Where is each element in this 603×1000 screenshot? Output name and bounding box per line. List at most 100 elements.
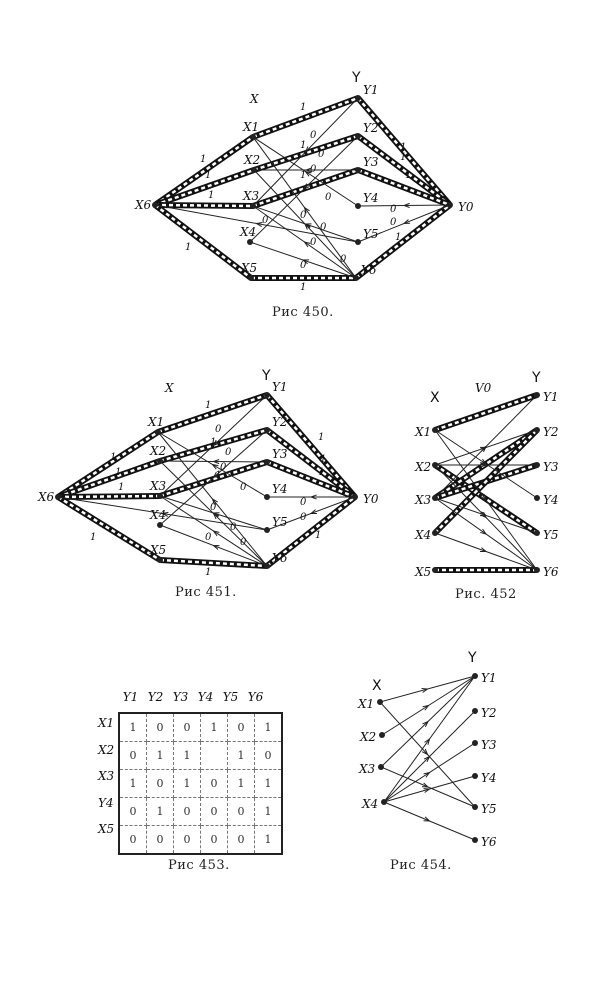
fig452-label-x3: X3 <box>414 493 432 507</box>
fig454-node-y6 <box>472 837 478 843</box>
fig450-edge-weight: 0 <box>325 192 332 203</box>
fig451-label-y5: Y5 <box>272 515 288 529</box>
matrix-column-header: Y1 <box>122 690 139 704</box>
fig454-edge-arrow-icon <box>422 720 430 728</box>
fig451-edge-weight: 0 <box>240 537 247 548</box>
matrix-cell: 0 <box>227 797 255 826</box>
fig451-set-x-label: X <box>164 381 174 395</box>
fig454-node-x2 <box>379 732 385 738</box>
fig451-edge-weight: 1 <box>318 432 324 443</box>
fig450-edge-arrow-icon <box>304 170 312 177</box>
fig451-edge-weight: 1 <box>115 467 121 478</box>
fig451-edge-weight: 1 <box>205 567 211 578</box>
fig451-thick-edge-pattern <box>266 460 356 499</box>
fig450-thick-edge-pattern <box>357 97 451 206</box>
fig450-node-x3 <box>250 203 256 209</box>
fig450-edge-arrow-icon <box>303 222 311 230</box>
fig452-caption: Рис. 452 <box>455 587 517 602</box>
fig450-node-y2 <box>355 133 361 139</box>
fig451-edge-weight: 0 <box>300 512 307 523</box>
matrix-cell: 1 <box>118 769 147 798</box>
fig450-node-y6 <box>353 275 359 281</box>
fig452-label-x5: X5 <box>414 565 431 579</box>
matrix-cell: 1 <box>254 769 283 798</box>
fig450-edge-arrow-icon <box>255 221 263 227</box>
fig451-edge-arrow-icon <box>212 530 220 537</box>
fig450-label-x4: X4 <box>239 225 256 239</box>
fig451-edge-weight: 1 <box>315 530 321 541</box>
fig450-edge-weight: 0 <box>320 222 327 233</box>
fig454-node-x4 <box>381 799 387 805</box>
fig451-node-x3 <box>157 493 163 499</box>
fig450-edge-arrow-icon <box>304 167 312 173</box>
fig452-edge-arrow-icon <box>479 547 488 553</box>
matrix-column-header: Y6 <box>247 690 264 704</box>
fig454-node-y4 <box>472 773 478 779</box>
fig450-edge-weight: 1 <box>200 154 206 165</box>
fig451-edge-arrow-icon <box>212 471 220 479</box>
fig450-edge-weight: 0 <box>340 254 347 265</box>
fig451-edge-arrow-icon <box>212 544 220 550</box>
fig451-label-y4: Y4 <box>272 482 288 496</box>
fig451-edge-weight: 1 <box>210 437 216 448</box>
fig452-set-x-label: X <box>430 390 440 406</box>
fig454-label-x4: X4 <box>361 797 378 811</box>
matrix-row-header: Y4 <box>98 795 114 810</box>
fig452-label-y1: Y1 <box>543 390 559 404</box>
matrix-cell: 0 <box>173 825 201 855</box>
fig450-edge-weight: 1 <box>208 190 214 201</box>
fig452-node-x1 <box>432 427 438 433</box>
fig452-label-y5: Y5 <box>543 528 559 542</box>
fig454-label-x3: X3 <box>358 762 376 776</box>
fig454-caption: Рис 454. <box>390 858 452 873</box>
fig450-edge-weight: 0 <box>300 210 307 221</box>
fig452-node-y2 <box>534 427 540 433</box>
fig451-label-x3: X3 <box>149 479 167 493</box>
fig450-edge-weight: 0 <box>310 130 317 141</box>
fig451-edge-arrow-icon <box>211 497 218 505</box>
fig451-node-y0 <box>352 494 358 500</box>
fig452-node-y1 <box>534 392 540 398</box>
fig450-edge-weight: 0 <box>310 237 317 248</box>
fig450-label-y1: Y1 <box>363 83 379 97</box>
matrix-cell: 1 <box>254 825 283 855</box>
fig451-edge-weight: 1 <box>110 452 116 463</box>
matrix-cell: 0 <box>227 712 255 742</box>
fig450-edge-arrow-icon <box>304 146 312 154</box>
fig450-edge-weight: 0 <box>310 164 317 175</box>
fig451-thick-edge-pattern <box>57 495 161 562</box>
fig451-thick-edge-pattern <box>266 496 356 567</box>
fig450-node-x5 <box>248 275 254 281</box>
matrix-cell: 0 <box>146 825 174 855</box>
fig451-thick-edge-pattern <box>57 494 161 499</box>
fig450-node-x2 <box>251 167 257 173</box>
fig451-thick-edge-pattern <box>157 393 268 434</box>
fig452-label-y6: Y6 <box>543 565 559 579</box>
fig450-thick-edge-pattern <box>252 168 359 208</box>
fig451-node-x2 <box>157 458 163 464</box>
fig451-caption: Рис 451. <box>175 585 237 600</box>
fig454-node-y5 <box>472 804 478 810</box>
fig454-edge-arrow-icon <box>423 788 431 793</box>
fig451-edge-weight: 1 <box>205 400 211 411</box>
fig452-set-v-label: V0 <box>475 381 492 395</box>
matrix-column-header: Y4 <box>197 690 214 704</box>
matrix-row-header: X1 <box>98 716 115 730</box>
matrix-cell: 0 <box>118 797 147 826</box>
fig454-edge-arrow-icon <box>422 704 430 711</box>
fig450-label-x1: X1 <box>242 120 259 134</box>
fig451-label-y3: Y3 <box>272 447 288 461</box>
fig450-node-y4 <box>355 203 361 209</box>
fig450-edge-weight: 1 <box>395 232 401 243</box>
fig452-node-y3 <box>534 462 540 468</box>
fig454-node-y1 <box>472 673 478 679</box>
matrix-cell <box>200 741 228 770</box>
fig454-set-x-label: X <box>372 678 382 694</box>
matrix-cell: 1 <box>227 769 255 798</box>
fig454-node-y3 <box>472 740 478 746</box>
fig454-edge-arrow-icon <box>423 771 431 778</box>
